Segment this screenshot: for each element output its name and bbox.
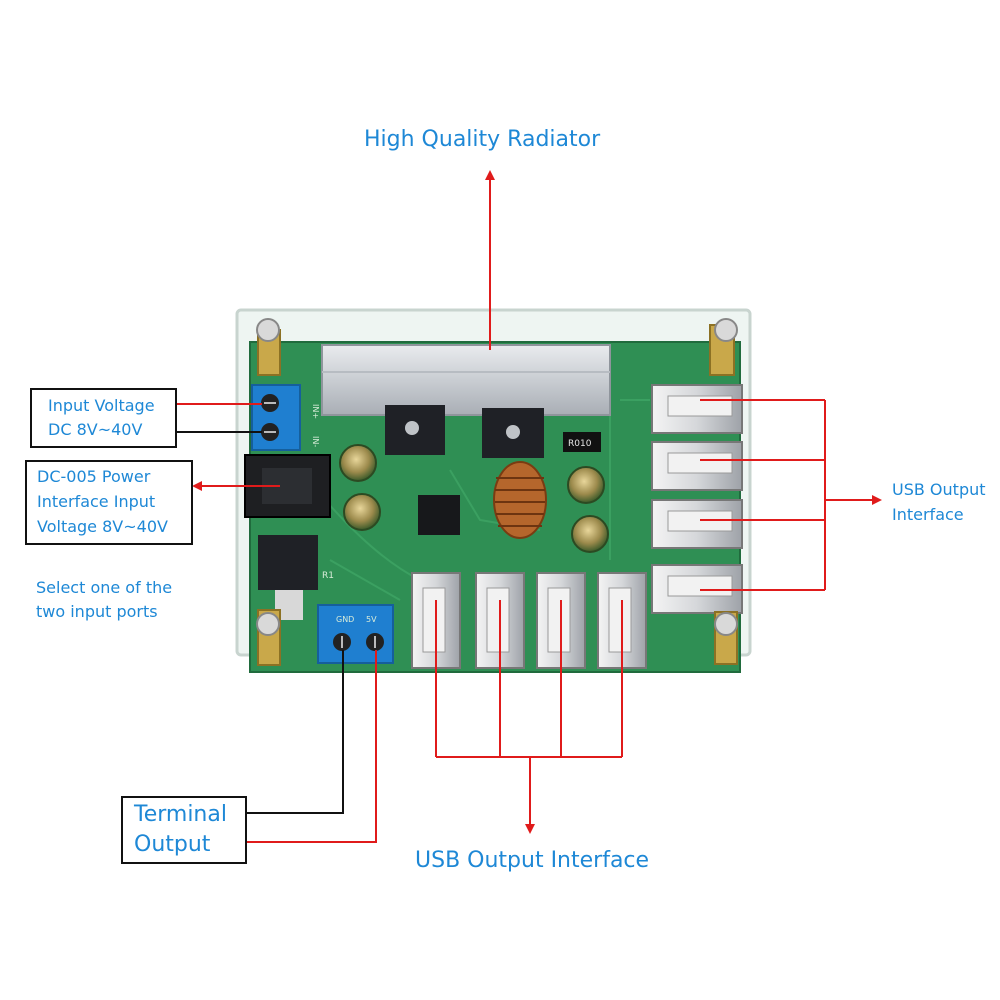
terminal-output-box: Terminal Output [121,796,247,864]
dc005-box: DC-005 Power Interface Input Voltage 8V~… [25,460,193,545]
label-dc005-1: DC-005 Power [37,467,151,486]
label-dc005-2: Interface Input [37,492,156,511]
input-voltage-box: Input Voltage DC 8V~40V [30,388,177,448]
label-terminal-2: Output [134,832,211,857]
standoff-screws [256,318,738,666]
inductor-coil [493,461,547,539]
regulator-chip [258,535,318,590]
label-dc005-3: Voltage 8V~40V [37,517,168,536]
silk-r1: R1 [322,571,334,581]
input-terminal-block [251,384,301,451]
label-usb-right-2: Interface [892,505,964,524]
silk-gnd: GND [336,615,354,624]
capacitor [343,493,381,531]
silk-in-minus: IN- [311,436,320,447]
label-usb-right-1: USB Output [892,480,986,499]
label-input-voltage-2: DC 8V~40V [48,420,143,439]
capacitor [571,515,609,553]
silk-in-plus: IN+ [311,404,320,419]
resistor-r010 [563,432,601,452]
usb-ports-bottom [411,572,647,669]
label-radiator: High Quality Radiator [364,127,601,152]
label-select-2: two input ports [36,602,158,621]
capacitor [339,444,377,482]
label-select-1: Select one of the [36,578,173,597]
label-usb-bottom: USB Output Interface [415,848,650,873]
capacitor [567,466,605,504]
output-terminal-block [317,604,394,664]
label-terminal-1: Terminal [134,802,227,827]
label-input-voltage-1: Input Voltage [48,396,155,415]
connector-lines [176,170,882,843]
silk-r010: R010 [568,439,592,449]
controller-ic [418,495,460,535]
silk-5v: 5V [366,615,377,624]
heatsink-radiator [321,344,611,416]
usb-ports-right [651,384,743,614]
